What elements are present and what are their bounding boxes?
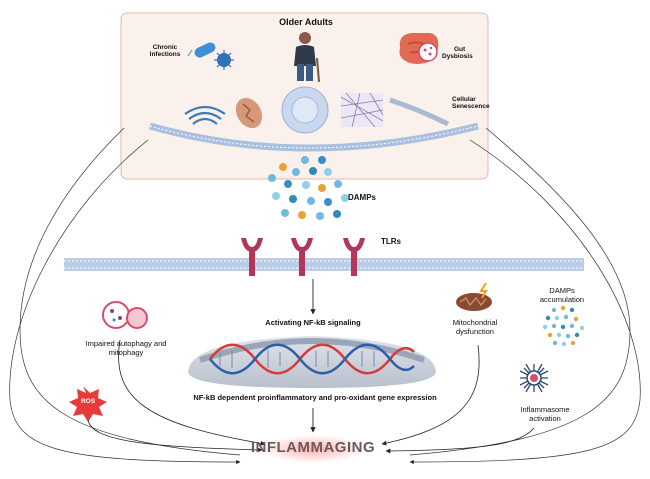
outer-arrow-right bbox=[409, 139, 641, 465]
cellular-senescence-label: Cellular Senescence bbox=[452, 96, 490, 111]
older-adults-title: Older Adults bbox=[279, 17, 333, 27]
mitochondrial-dysfunction-label: Mitochondrial dysfunction bbox=[452, 318, 498, 336]
gut-icon bbox=[399, 33, 439, 64]
gut-dysbiosis-label: Gut Dysbiosis bbox=[442, 46, 473, 61]
damps-label: DAMPs bbox=[348, 193, 377, 202]
inflammaging-glow bbox=[261, 435, 365, 463]
gene-expression-label: NF-kB dependent proinflammatory and pro-… bbox=[193, 393, 437, 402]
senescent-membrane-icon bbox=[389, 97, 450, 127]
tlrs-label: TLRs bbox=[381, 237, 401, 246]
older-adult-icon bbox=[294, 32, 320, 83]
tlr-receptor-1 bbox=[241, 238, 263, 276]
nucleus-dna-icon bbox=[188, 336, 436, 388]
inflammasome-activation-label: Inflammasome activation bbox=[520, 405, 570, 423]
funnel-line-right bbox=[409, 127, 631, 456]
nucleus-icon bbox=[281, 86, 329, 134]
tlr-receptor-3 bbox=[343, 238, 365, 276]
funnel-line-left bbox=[19, 127, 241, 456]
ros-label: ROS bbox=[80, 398, 96, 405]
arrow-autophagy bbox=[118, 339, 266, 446]
plasma-membrane bbox=[64, 258, 584, 271]
arrow-inflammasome bbox=[385, 427, 535, 454]
bacteria-virus-icon bbox=[187, 42, 234, 70]
mitochondrion-icon bbox=[235, 97, 263, 129]
fibers-icon bbox=[340, 92, 384, 128]
activating-nfkb-label: Activating NF-kB signaling bbox=[265, 318, 361, 327]
ros-icon bbox=[69, 386, 107, 422]
damps-accumulation-label: DAMPs accumulation bbox=[539, 286, 585, 304]
damps-accumulation-icon bbox=[542, 305, 585, 347]
arrow-mitochondrial bbox=[381, 344, 480, 446]
inflammaging-title: INFLAMMAGING bbox=[250, 439, 376, 456]
golgi-icon bbox=[184, 105, 226, 125]
chronic-infections-label: Chronic Infections bbox=[149, 44, 181, 59]
autophagosome-icon bbox=[102, 301, 148, 329]
inflammasome-icon bbox=[519, 363, 549, 393]
tlr-receptor-2 bbox=[291, 238, 313, 276]
arrow-ros bbox=[87, 419, 263, 453]
impaired-autophagy-label: Impaired autophagy and mitophagy bbox=[85, 339, 167, 357]
damaged-mitochondrion-icon bbox=[456, 282, 492, 311]
damps-cluster bbox=[268, 156, 349, 220]
outer-arrow-left bbox=[9, 139, 241, 465]
